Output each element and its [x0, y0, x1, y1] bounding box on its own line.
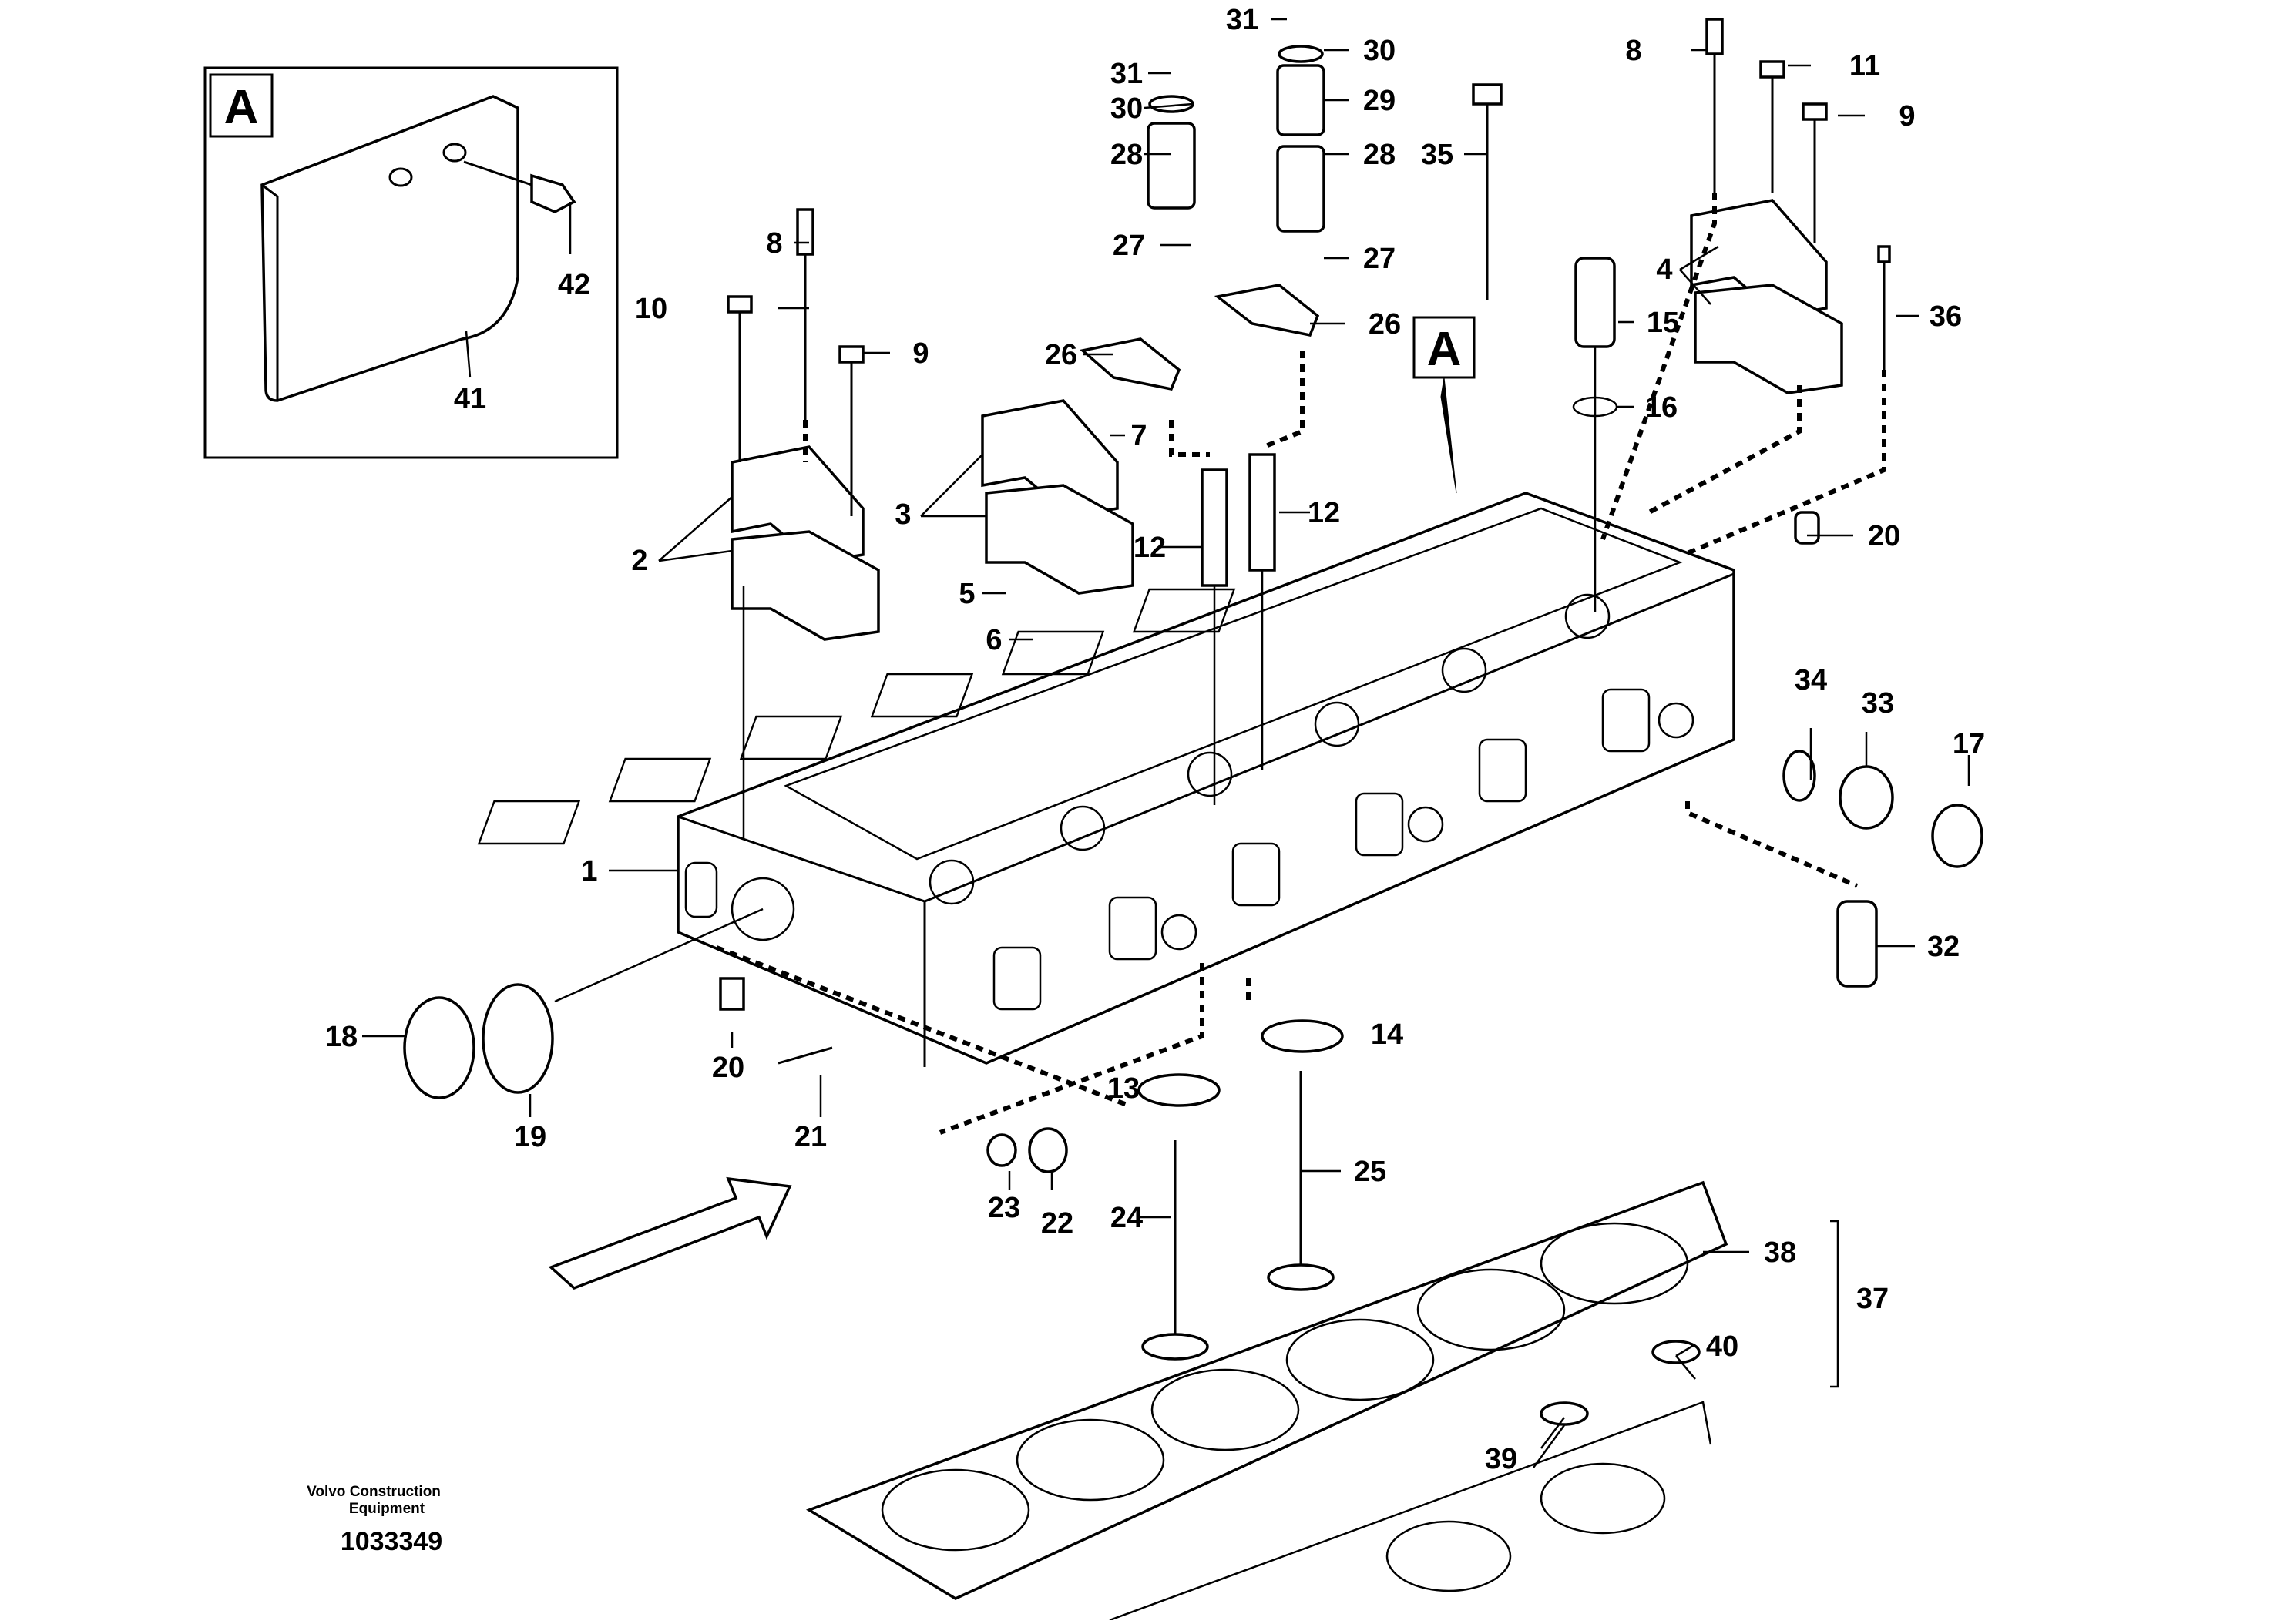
callout-28-left: 28	[1110, 139, 1143, 171]
callout-20-right: 20	[1868, 520, 1900, 552]
callout-12-right: 12	[1308, 497, 1340, 529]
view-marker-label: A	[1427, 323, 1462, 376]
publisher-line-2: Equipment	[349, 1501, 425, 1517]
callout-28-right: 28	[1363, 139, 1396, 171]
callout-16: 16	[1645, 391, 1678, 424]
bolt-42	[463, 160, 576, 254]
callout-26-right: 26	[1369, 308, 1401, 341]
valve-bridges	[1080, 284, 1320, 391]
callout-11: 11	[1849, 50, 1880, 82]
callout-8-left: 8	[766, 227, 782, 260]
callout-12-left: 12	[1134, 532, 1166, 564]
callout-36: 36	[1930, 300, 1962, 333]
title-block: Volvo Construction Equipment 1033349	[307, 1484, 442, 1556]
detail-view-marker: A	[224, 81, 259, 134]
callout-8-right: 8	[1625, 35, 1641, 67]
valve-springs	[1147, 45, 1325, 233]
callout-13: 13	[1107, 1072, 1140, 1105]
callout-40: 40	[1706, 1330, 1738, 1363]
callout-34: 34	[1795, 664, 1827, 696]
callout-9-left: 9	[912, 337, 929, 370]
dashed-leaders	[715, 193, 1886, 1135]
view-marker-a: A	[1412, 316, 1476, 494]
head-gasket	[805, 1180, 1728, 1622]
callout-17: 17	[1953, 728, 1985, 760]
callout-29: 29	[1363, 85, 1396, 117]
bracket-plate	[260, 95, 519, 402]
callout-31-right: 31	[1226, 4, 1258, 36]
direction-arrow	[548, 1176, 792, 1290]
callout-35: 35	[1421, 139, 1453, 171]
valves	[1137, 1019, 1344, 1361]
callout-32: 32	[1927, 931, 1960, 963]
bearing-cap-2	[731, 445, 880, 840]
callout-3: 3	[895, 498, 911, 531]
cylinder-head	[477, 492, 1735, 1067]
callout-25: 25	[1354, 1156, 1386, 1188]
callout-42: 42	[558, 269, 590, 301]
callout-10: 10	[635, 293, 667, 325]
callout-7: 7	[1130, 420, 1147, 452]
callout-31-left: 31	[1110, 58, 1143, 90]
callout-labels: 1 2 3 4 5 6 7 8 8 9 9 10 11 12 12 13 14 …	[325, 4, 1985, 1475]
callout-14: 14	[1371, 1018, 1403, 1051]
callout-26-left: 26	[1045, 339, 1077, 371]
callout-30-right: 30	[1363, 35, 1396, 67]
callout-1: 1	[581, 855, 597, 887]
callout-23: 23	[988, 1192, 1020, 1224]
callout-24: 24	[1110, 1202, 1143, 1234]
injector	[1572, 257, 1618, 612]
callout-38: 38	[1764, 1236, 1796, 1269]
push-tubes	[1201, 453, 1276, 805]
callout-18: 18	[325, 1021, 358, 1053]
callout-20-left: 20	[712, 1052, 744, 1084]
callout-15: 15	[1647, 307, 1679, 339]
callout-9-right: 9	[1899, 100, 1915, 133]
callout-30-left: 30	[1110, 92, 1143, 125]
leader-lines	[362, 18, 1970, 1468]
callout-39: 39	[1485, 1443, 1517, 1475]
callout-22: 22	[1041, 1207, 1073, 1240]
callout-5: 5	[959, 578, 975, 610]
callout-2: 2	[631, 545, 647, 577]
callout-4: 4	[1656, 253, 1672, 286]
callout-37: 37	[1856, 1283, 1889, 1315]
drawing-number: 1033349	[341, 1527, 442, 1556]
callout-6: 6	[986, 624, 1002, 656]
callout-19: 19	[514, 1121, 546, 1153]
callout-33: 33	[1862, 687, 1894, 720]
publisher-line-1: Volvo Construction	[307, 1484, 441, 1500]
callout-27-right: 27	[1363, 243, 1396, 275]
callout-41: 41	[454, 383, 486, 415]
cylinder-ports	[477, 588, 1236, 845]
bolts	[727, 18, 1891, 516]
detail-view-a: A 42 41	[203, 66, 619, 459]
callout-21: 21	[794, 1121, 827, 1153]
callout-27-left: 27	[1113, 230, 1145, 262]
bearing-cap-3	[981, 399, 1134, 595]
bearing-cap-4	[1690, 199, 1843, 394]
